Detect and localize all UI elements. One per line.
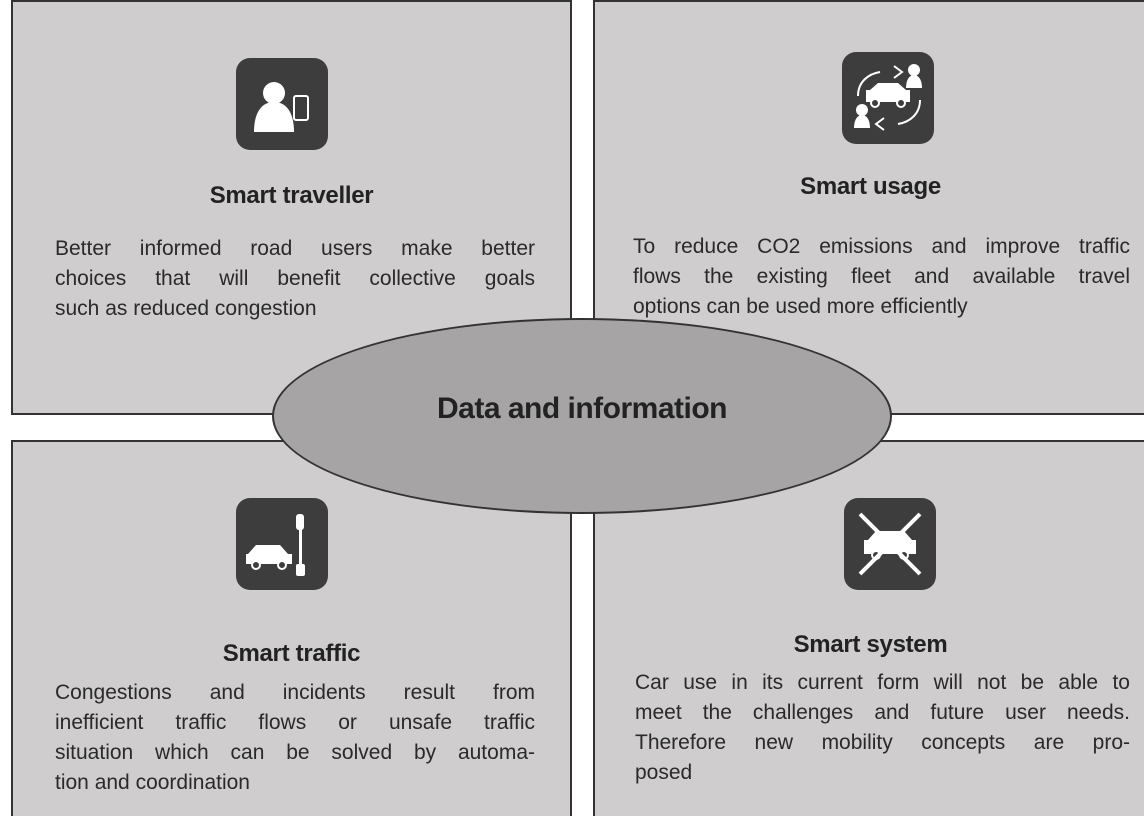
smart-usage-description: To reduce CO2 emissions and improve traf… — [633, 232, 1130, 322]
smart-system-line-3: Therefore new mobility concepts are pro- — [635, 731, 1130, 754]
smart-system-panel: Smart system Car use in its current form… — [593, 440, 1144, 816]
smart-traffic-line-4: tion and coordination — [55, 771, 250, 794]
smart-traveller-title: Smart traveller — [209, 182, 374, 209]
smart-traffic-line-2: inefficient traffic flows or unsafe traf… — [55, 711, 535, 734]
smart-usage-line-2: flows the existing fleet and available t… — [633, 265, 1130, 288]
data-and-information-label: Data and information — [436, 392, 728, 425]
smart-usage-line-1: To reduce CO2 emissions and improve traf… — [633, 235, 1130, 258]
smart-usage-line-3: options can be used more efficiently — [633, 295, 968, 318]
smart-traveller-description: Better informed road users make better c… — [55, 234, 535, 324]
crossed-car-icon — [844, 498, 936, 590]
smart-system-title: Smart system — [793, 631, 948, 658]
smart-traffic-line-1: Congestions and incidents result from — [55, 681, 535, 704]
smart-traveller-line-1: Better informed road users make better — [55, 237, 535, 260]
smart-traveller-line-2: choices that will benefit collective goa… — [55, 267, 535, 290]
smart-system-line-1: Car use in its current form will not be … — [635, 671, 1130, 694]
car-sharing-cycle-icon — [842, 52, 934, 144]
smart-traveller-panel: Smart traveller Better informed road use… — [11, 0, 572, 415]
smart-usage-title: Smart usage — [800, 173, 941, 200]
smart-system-line-2: meet the challenges and future user need… — [635, 701, 1130, 724]
smart-traffic-description: Congestions and incidents result from in… — [55, 678, 535, 798]
data-and-information-ellipse — [272, 318, 892, 514]
smart-system-line-4: posed — [635, 761, 693, 784]
smart-system-description: Car use in its current form will not be … — [635, 668, 1130, 788]
smart-traveller-line-3: such as reduced congestion — [55, 297, 317, 320]
person-with-phone-icon — [236, 58, 328, 150]
smart-traffic-line-3: situation which can be solved by automa- — [55, 741, 535, 764]
car-with-signal-icon — [236, 498, 328, 590]
smart-traffic-title: Smart traffic — [222, 640, 361, 667]
